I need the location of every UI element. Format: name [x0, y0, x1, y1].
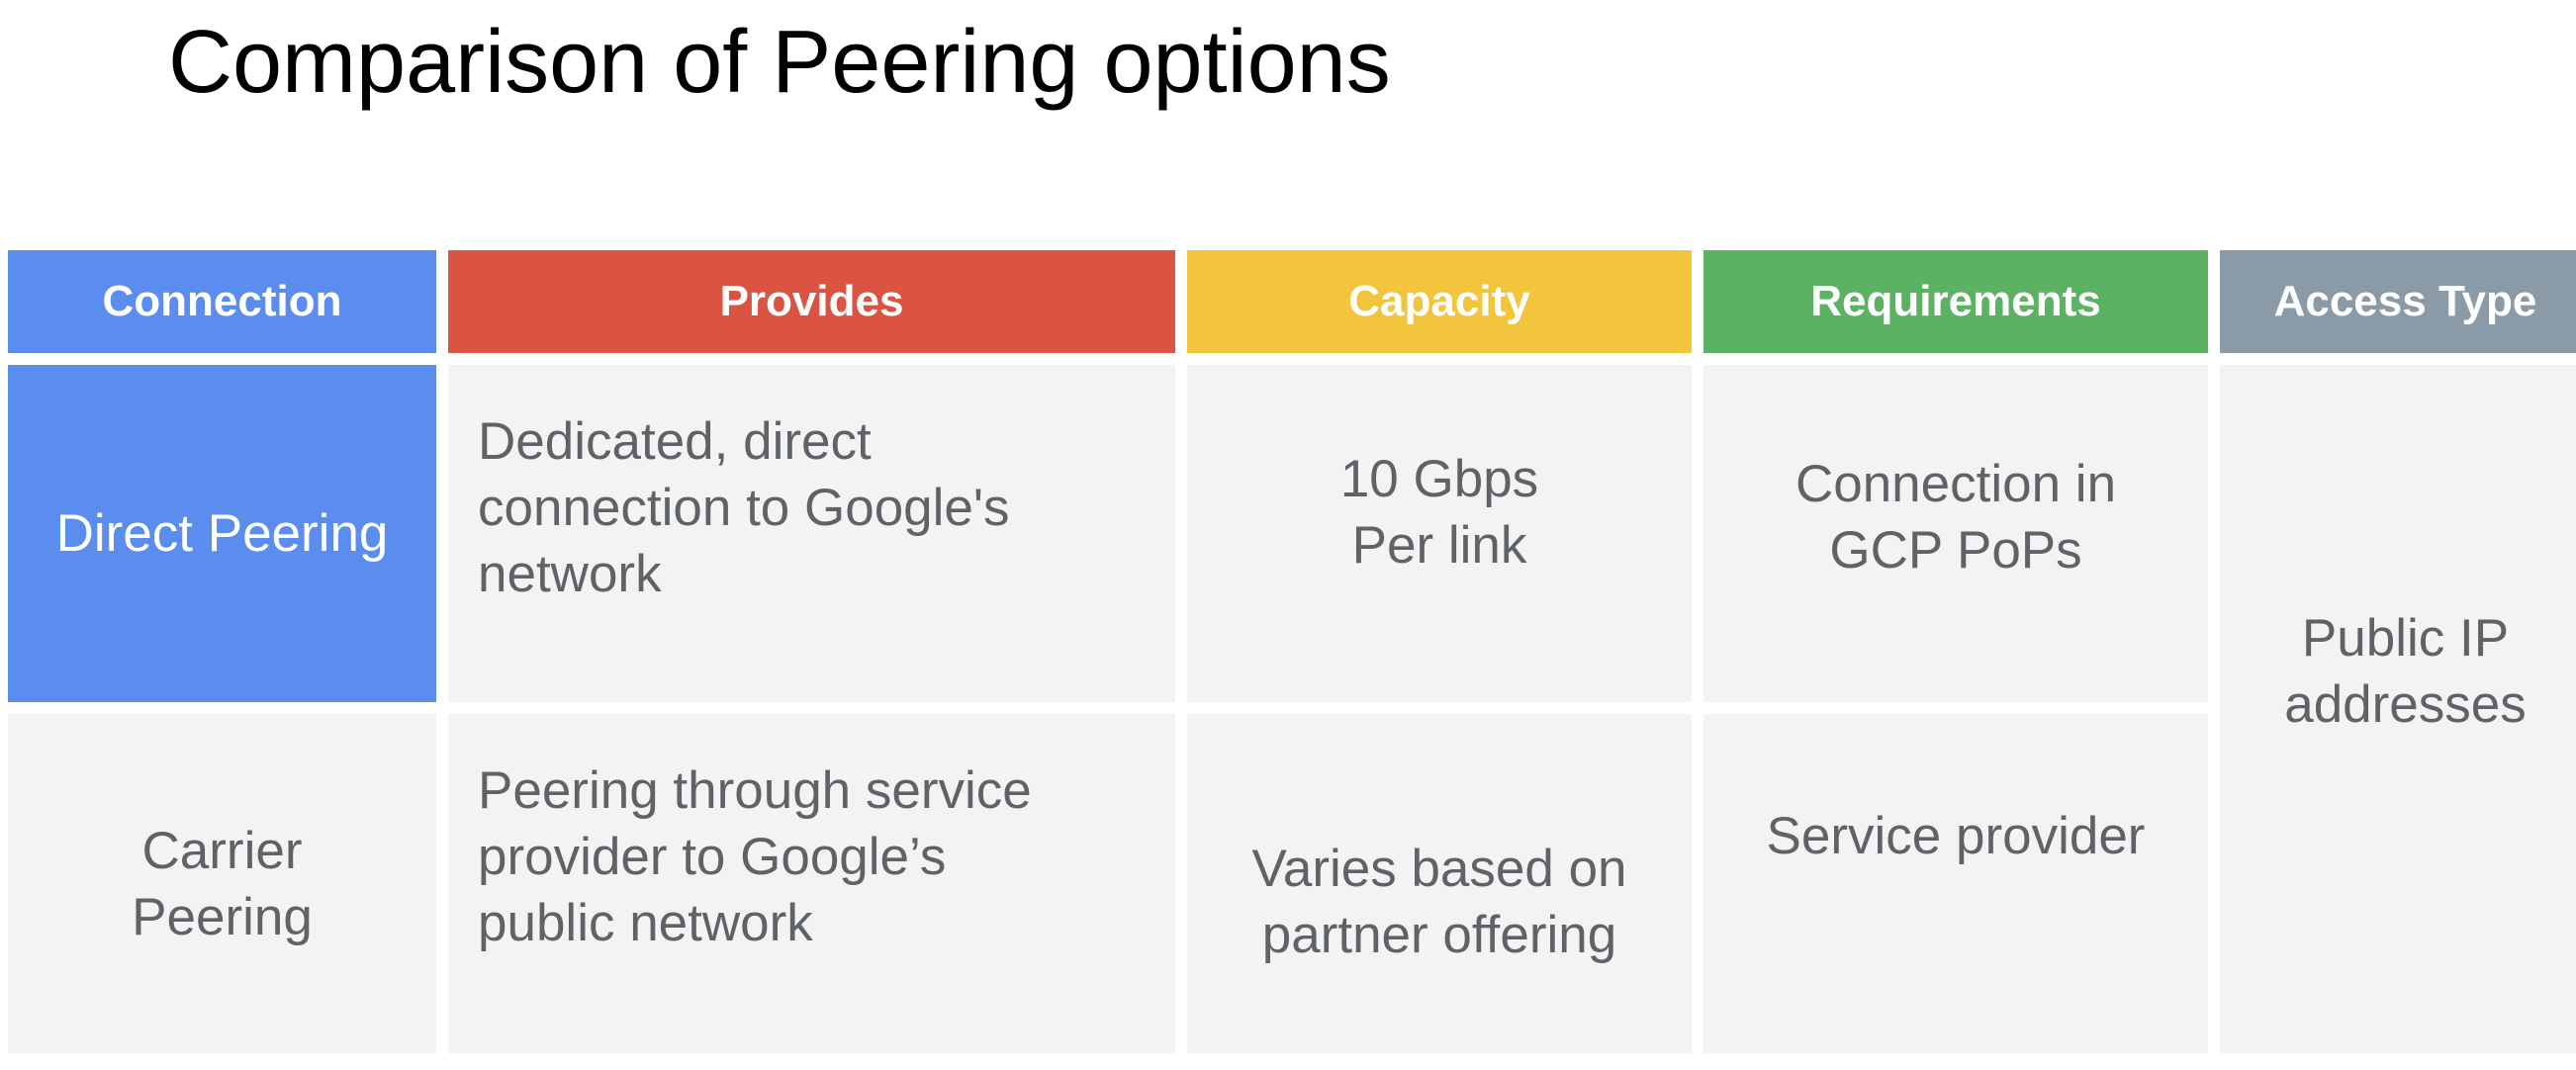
access-type-line: Public IP	[2301, 609, 2510, 668]
cell-direct-peering-connection: Direct Peering	[8, 365, 436, 702]
comparison-table: Connection Provides Capacity Requirement…	[8, 250, 2576, 1053]
provides-line: connection to Google's	[478, 479, 1010, 537]
cell-carrier-peering-requirements: Service provider	[1703, 714, 2208, 1053]
carrier-peering-label-line: Peering	[132, 887, 313, 946]
provides-line: provider to Google’s	[478, 828, 947, 886]
provides-line: public network	[478, 894, 813, 952]
page-title: Comparison of Peering options	[168, 13, 1391, 112]
requirements-line: Connection in	[1794, 455, 2117, 513]
capacity-line: partner offering	[1261, 906, 1617, 964]
access-type-line: addresses	[2284, 675, 2527, 734]
header-provides: Provides	[448, 250, 1175, 353]
header-capacity: Capacity	[1187, 250, 1692, 353]
capacity-line: Varies based on	[1251, 840, 1627, 898]
header-access-type: Access Type	[2220, 250, 2576, 353]
cell-carrier-peering-connection: Carrier Peering	[8, 714, 436, 1053]
header-requirements: Requirements	[1703, 250, 2208, 353]
provides-line: Dedicated, direct	[478, 412, 872, 471]
cell-direct-peering-requirements: Connection in GCP PoPs	[1703, 365, 2208, 702]
capacity-line: Per link	[1351, 516, 1527, 575]
requirements-line: Service provider	[1766, 807, 2146, 865]
provides-line: Peering through service	[478, 761, 1032, 820]
cell-carrier-peering-provides: Peering through service provider to Goog…	[448, 714, 1175, 1053]
header-connection: Connection	[8, 250, 436, 353]
provides-line: network	[478, 545, 662, 603]
cell-carrier-peering-capacity: Varies based on partner offering	[1187, 714, 1692, 1053]
direct-peering-label: Direct Peering	[55, 504, 389, 563]
cell-direct-peering-provides: Dedicated, direct connection to Google's…	[448, 365, 1175, 702]
cell-direct-peering-capacity: 10 Gbps Per link	[1187, 365, 1692, 702]
capacity-line: 10 Gbps	[1339, 450, 1539, 508]
cell-access-type: Public IP addresses	[2220, 365, 2576, 1053]
requirements-line: GCP PoPs	[1829, 521, 2082, 580]
carrier-peering-label-line: Carrier	[141, 821, 303, 880]
